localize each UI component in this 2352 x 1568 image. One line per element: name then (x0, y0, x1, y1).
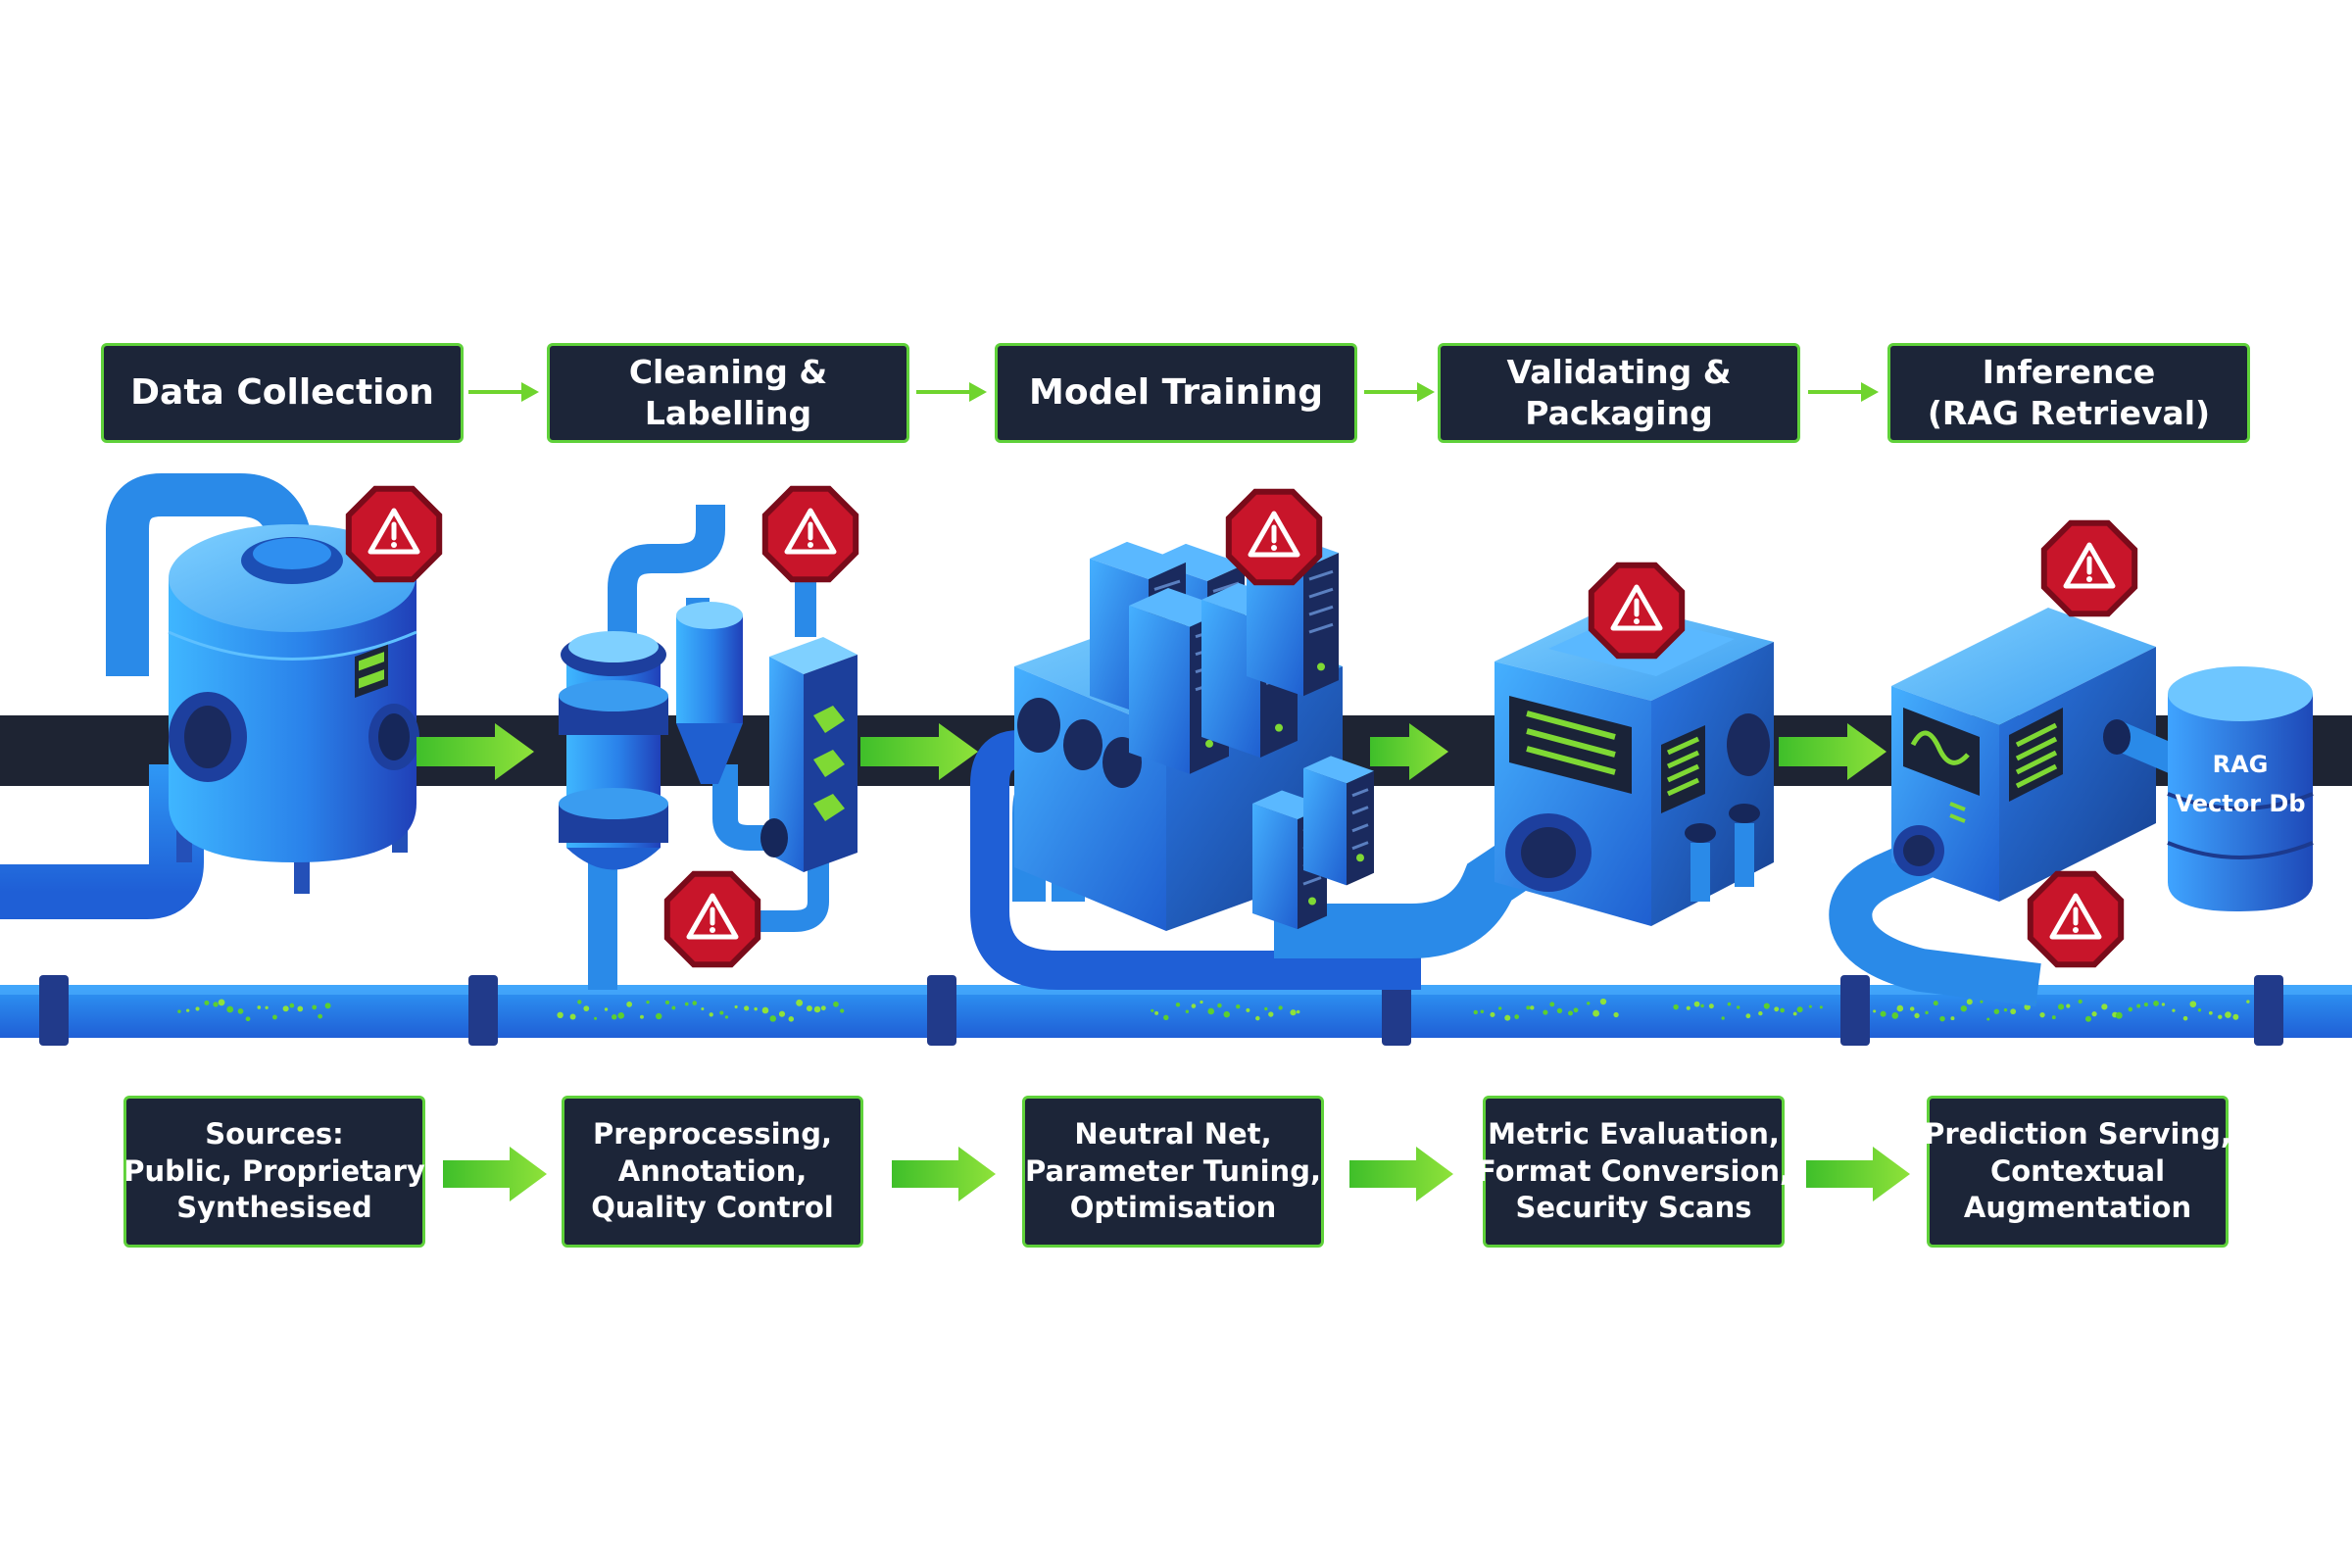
detail-box-text-line: Metric Evaluation, (1488, 1116, 1780, 1151)
arrow-right-icon (1364, 382, 1435, 402)
detail-box-text-line: Optimisation (1069, 1191, 1277, 1225)
database-label-line2: Vector Db (2175, 790, 2305, 817)
stage-box-data-collection: Data Collection (101, 343, 464, 443)
arrow-right-icon (443, 1147, 547, 1201)
detail-box-text-line: Neutral Net, (1074, 1116, 1272, 1151)
packaging-machine (1494, 603, 1774, 926)
stage-connector-arrows (468, 382, 1879, 402)
stage-box-text-line: Packaging (1525, 394, 1713, 432)
inference-machine (1829, 608, 2191, 1006)
stage-box-text-line: Labelling (644, 394, 812, 432)
warning-icon (2027, 870, 2125, 968)
warning-icon (1588, 562, 1686, 660)
training-servers (970, 532, 1564, 990)
stage-box-inference: Inference(RAG Retrieval) (1887, 343, 2250, 443)
stage-box-cleaning-labelling: Cleaning &Labelling (547, 343, 909, 443)
detail-box-text-line: Parameter Tuning, (1025, 1153, 1321, 1188)
server-rack-icon (1303, 756, 1374, 886)
stage-box-text-line: Inference (1982, 352, 2156, 391)
detail-box-text-line: Format Conversion, (1476, 1153, 1791, 1188)
detail-box-text-line: Public, Proprietary (123, 1153, 425, 1188)
stage-box-text-line: Model Training (1029, 371, 1323, 413)
arrow-right-icon (468, 382, 539, 402)
detail-box-text-line: Contextual (1989, 1153, 2166, 1188)
arrow-right-icon (416, 723, 534, 780)
stage-box-validating-packaging: Validating &Packaging (1438, 343, 1800, 443)
detail-box-text-line: Augmentation (1963, 1191, 2192, 1225)
cleaning-filter (559, 505, 858, 990)
warning-icon (663, 870, 761, 968)
database-label-line1: RAG (2213, 751, 2269, 778)
detail-box-text-line: Security Scans (1515, 1191, 1752, 1225)
arrow-right-icon (1370, 723, 1448, 780)
stage-box-model-training: Model Training (995, 343, 1357, 443)
warning-icon (1225, 488, 1323, 586)
arrow-right-icon (1808, 382, 1879, 402)
arrow-right-icon (1806, 1147, 1910, 1201)
detail-box-text-line: Preprocessing, (593, 1116, 832, 1151)
detail-box-text-line: Annotation, (617, 1153, 808, 1188)
detail-box-text-line: Synthesised (176, 1191, 372, 1225)
detail-box-neutral-net: Neutral Net,Parameter Tuning,Optimisatio… (1022, 1096, 1324, 1248)
database-icon: RAG Vector Db (2167, 666, 2314, 911)
detail-box-text-line: Sources: (205, 1116, 344, 1151)
stage-box-text-line: Validating & (1506, 352, 1732, 391)
warning-icon (2040, 519, 2138, 617)
detail-box-preprocessing: Preprocessing,Annotation,Quality Control (562, 1096, 863, 1248)
collection-tank (0, 473, 419, 919)
detail-box-metric-evaluation: Metric Evaluation,Format Conversion,Secu… (1477, 1096, 1790, 1248)
arrow-right-icon (1779, 723, 1886, 780)
stage-box-text-line: Data Collection (130, 371, 434, 413)
detail-connector-arrows (443, 1147, 1910, 1201)
stage-box-text-line: Cleaning & (628, 352, 828, 391)
stage-box-text-line: (RAG Retrieval) (1927, 394, 2211, 432)
detail-box-text-line: Prediction Serving, (1924, 1116, 2231, 1151)
arrow-right-icon (1349, 1147, 1453, 1201)
conveyor-arrows (416, 723, 1886, 780)
arrow-right-icon (916, 382, 987, 402)
waveform-icon (1910, 730, 1970, 765)
arrow-right-icon (892, 1147, 996, 1201)
warning-icon (761, 485, 859, 583)
arrow-right-icon (860, 723, 978, 780)
detail-box-text-line: Quality Control (591, 1191, 834, 1225)
warning-icon (345, 485, 443, 583)
